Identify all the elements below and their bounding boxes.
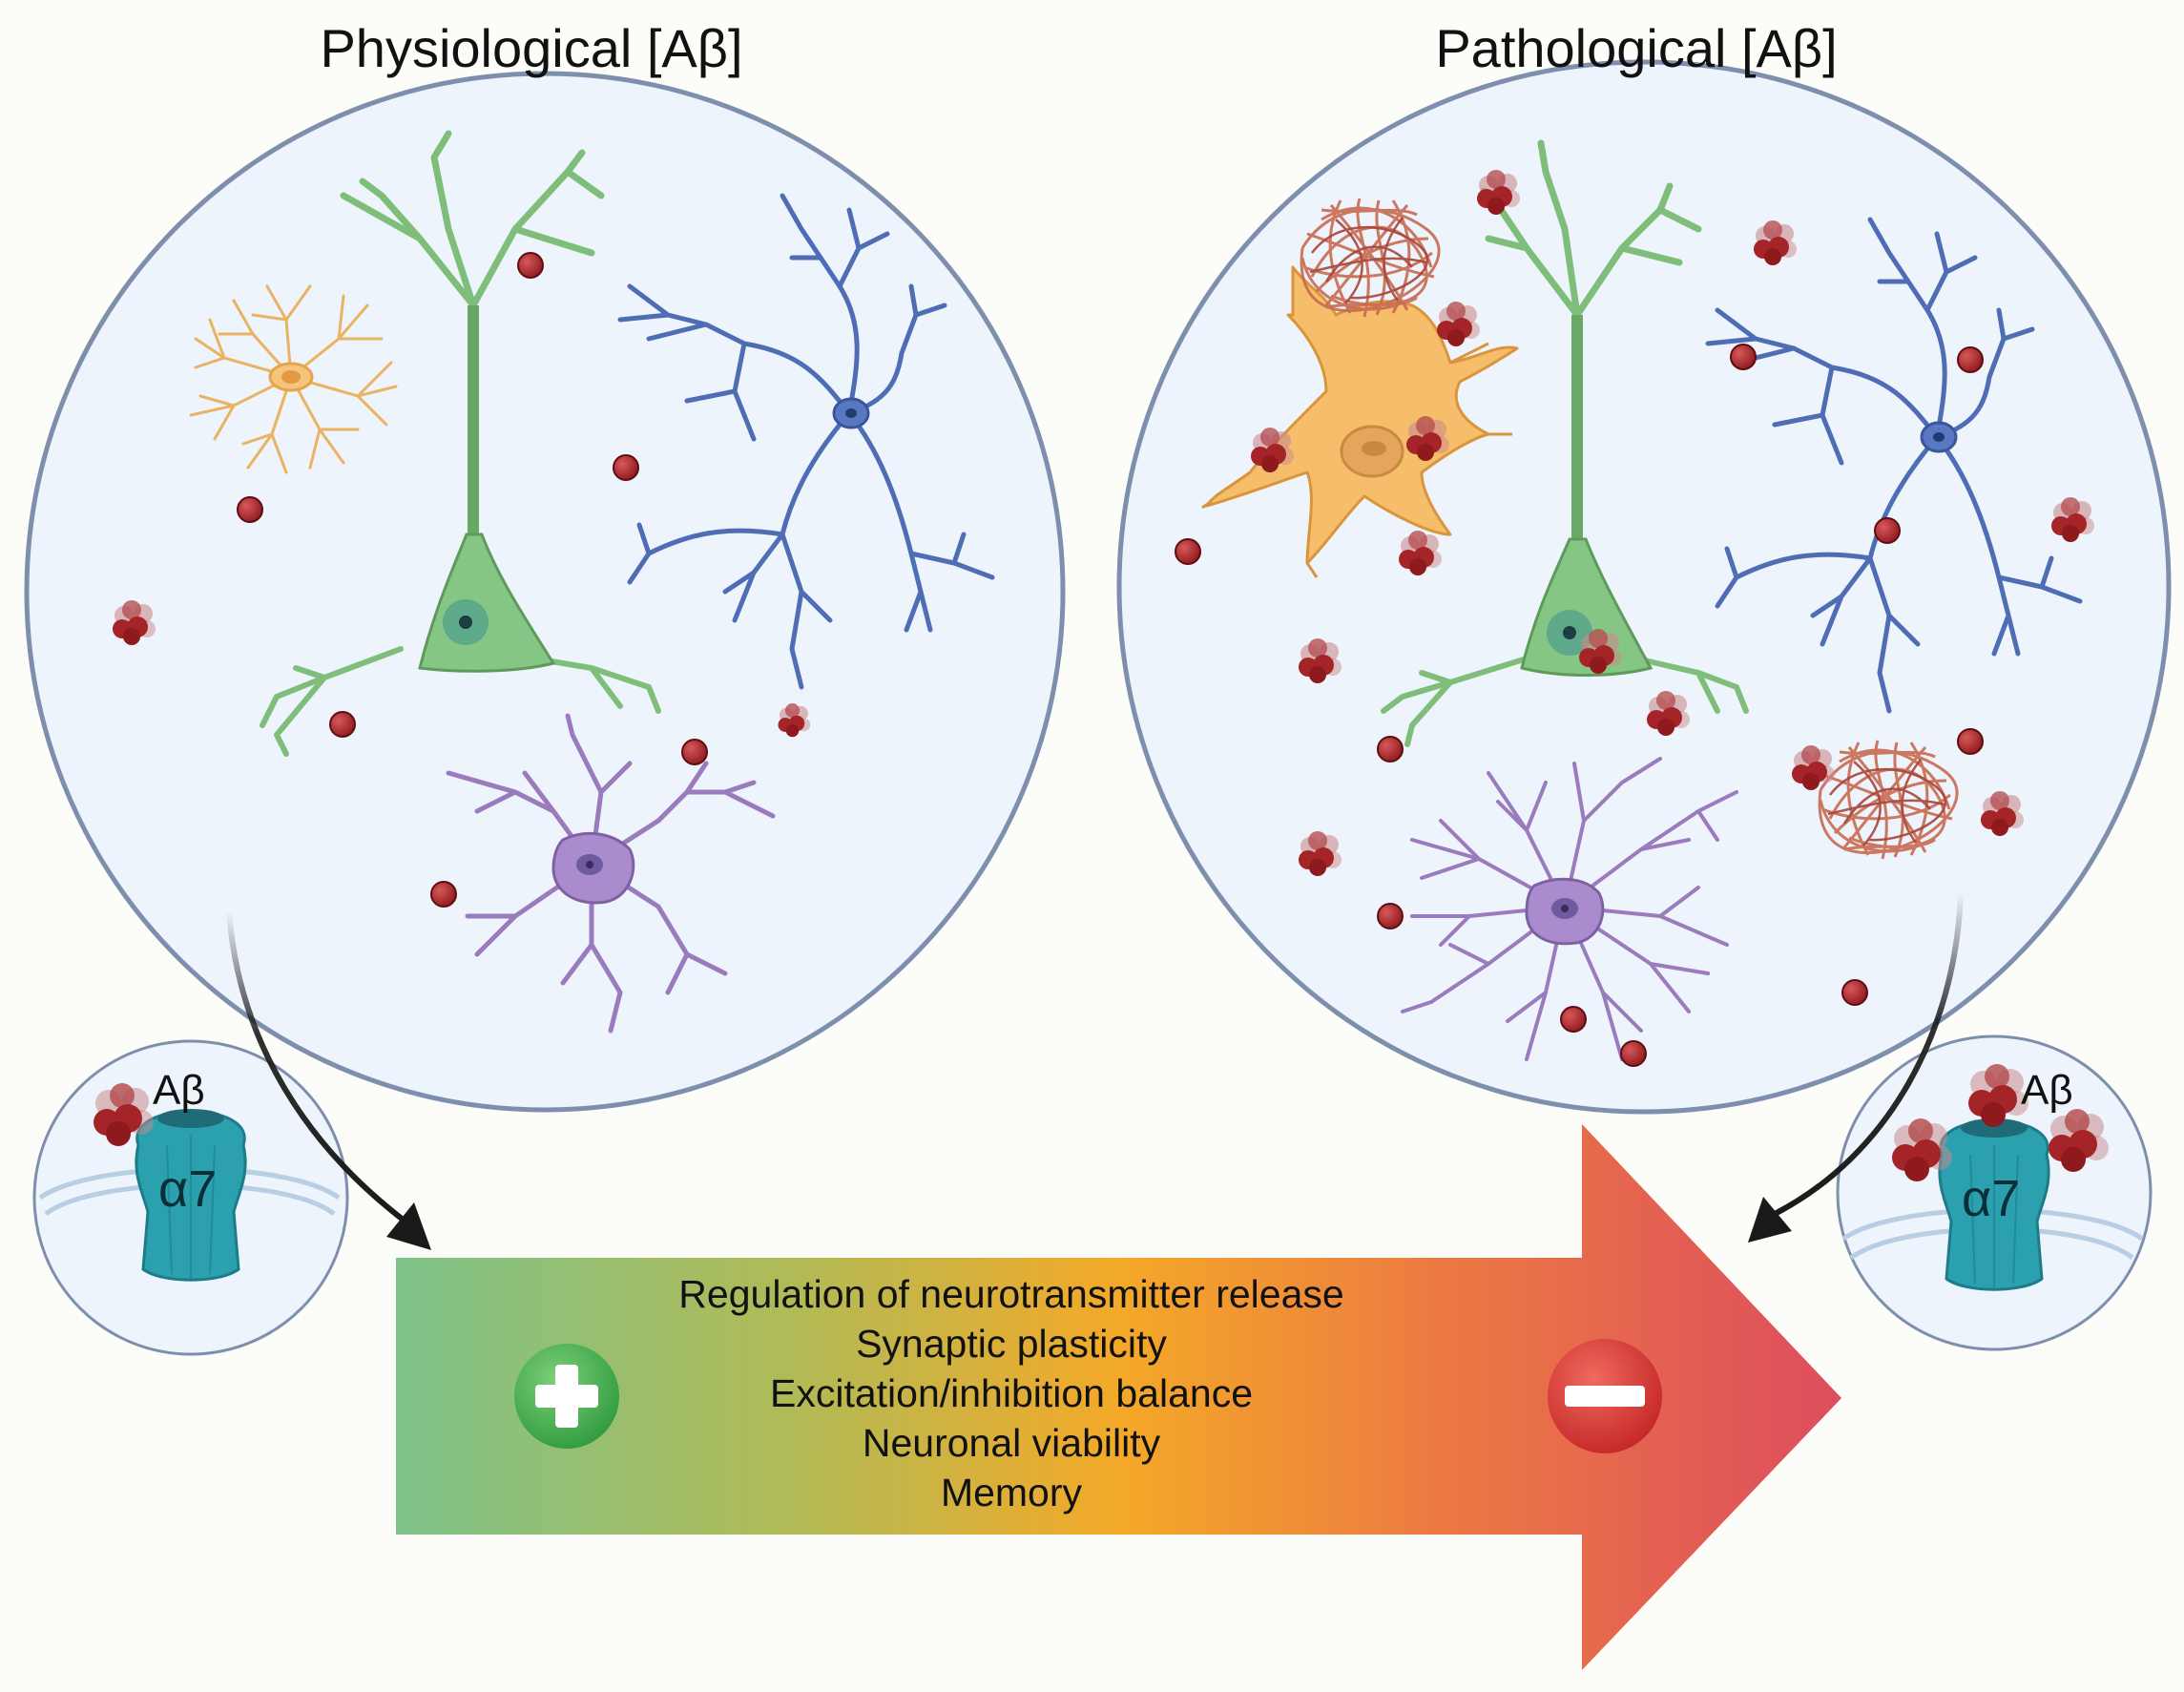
minus-icon	[1548, 1339, 1662, 1453]
plus-icon	[514, 1344, 619, 1449]
curved-arrow-right-head	[1748, 1197, 1792, 1243]
abeta-label-left: Aβ	[153, 1067, 205, 1114]
physiological-title: Physiological [Aβ]	[320, 18, 743, 78]
curved-arrow-left-head	[386, 1202, 431, 1250]
effects-list: Regulation of neurotransmitter release S…	[572, 1269, 1450, 1517]
physiological-panel-circle	[24, 71, 1066, 1113]
alpha7-receptor-right	[1938, 1118, 2050, 1291]
abeta-label-right: Aβ	[2021, 1067, 2073, 1114]
pathological-title: Pathological [Aβ]	[1435, 18, 1838, 78]
receptor-inset-right	[1836, 1034, 2153, 1351]
oligodendrocyte-left	[446, 713, 776, 1034]
microglia-right	[1705, 217, 2083, 714]
alpha7-label-right: α7	[1962, 1170, 2021, 1227]
effect-item: Excitation/inhibition balance	[770, 1371, 1253, 1415]
effect-item: Regulation of neurotransmitter release	[678, 1272, 1344, 1316]
pathological-panel-circle	[1116, 59, 2172, 1115]
reactive-astrocyte	[1201, 265, 1519, 578]
oligodendrocyte-right	[1401, 757, 1738, 1061]
neuron-left	[260, 130, 661, 757]
alpha7-label-left: α7	[158, 1160, 218, 1218]
neuron-right	[1381, 139, 1749, 747]
effect-item: Memory	[940, 1471, 1083, 1514]
effect-gradient-arrow	[396, 1124, 1841, 1670]
curved-arrow-right	[1773, 891, 1964, 1217]
alpha7-receptor-left	[135, 1109, 247, 1282]
curved-arrow-left	[226, 910, 407, 1224]
microglia-left	[617, 193, 995, 690]
effect-item: Synaptic plasticity	[856, 1322, 1167, 1366]
effect-item: Neuronal viability	[862, 1421, 1161, 1465]
astrocyte-left	[189, 284, 398, 474]
receptor-inset-left	[32, 1039, 349, 1356]
